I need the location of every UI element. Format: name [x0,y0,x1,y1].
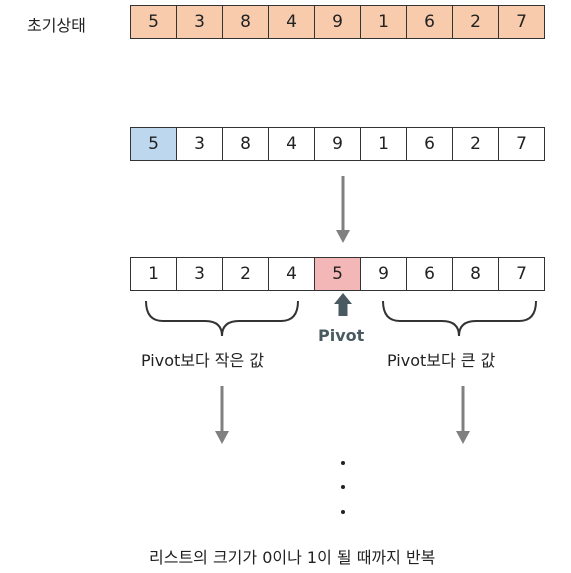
array-cell: 2 [222,257,269,291]
array-cell: 8 [222,5,269,39]
down-arrow [336,176,350,243]
array-cell: 3 [176,127,223,161]
array-cell: 4 [268,5,315,39]
initial-state-label: 초기상태 [27,16,86,35]
left-down-arrow [215,386,229,444]
left-partition-label: Pivot보다 작은 값 [141,351,265,370]
ellipsis-dot [341,485,345,489]
array-cell: 2 [452,127,499,161]
array-cell: 7 [498,127,545,161]
array-cell: 3 [176,257,223,291]
array-cell: 8 [222,127,269,161]
repeat-caption: 리스트의 크기가 0이나 1이 될 때까지 반복 [149,548,436,567]
array-cell: 7 [498,257,545,291]
array-cell: 1 [130,257,177,291]
array-cell: 8 [452,257,499,291]
array-cell: 1 [360,5,407,39]
array-cell: 5 [130,127,177,161]
array-cell: 6 [406,5,453,39]
array-cell: 9 [314,127,361,161]
ellipsis-dot [341,510,345,514]
pivot-arrow-icon [334,293,352,316]
right-down-arrow [456,386,470,444]
array-cell: 1 [360,127,407,161]
right-brace [382,300,537,337]
array-cell: 5 [314,257,361,291]
left-brace [145,300,299,337]
right-partition-label: Pivot보다 큰 값 [387,351,496,370]
array-cell: 9 [314,5,361,39]
array-cell: 7 [498,5,545,39]
pivot-label: Pivot [318,326,365,345]
array-cell: 6 [406,127,453,161]
ellipsis-dot [341,461,345,465]
